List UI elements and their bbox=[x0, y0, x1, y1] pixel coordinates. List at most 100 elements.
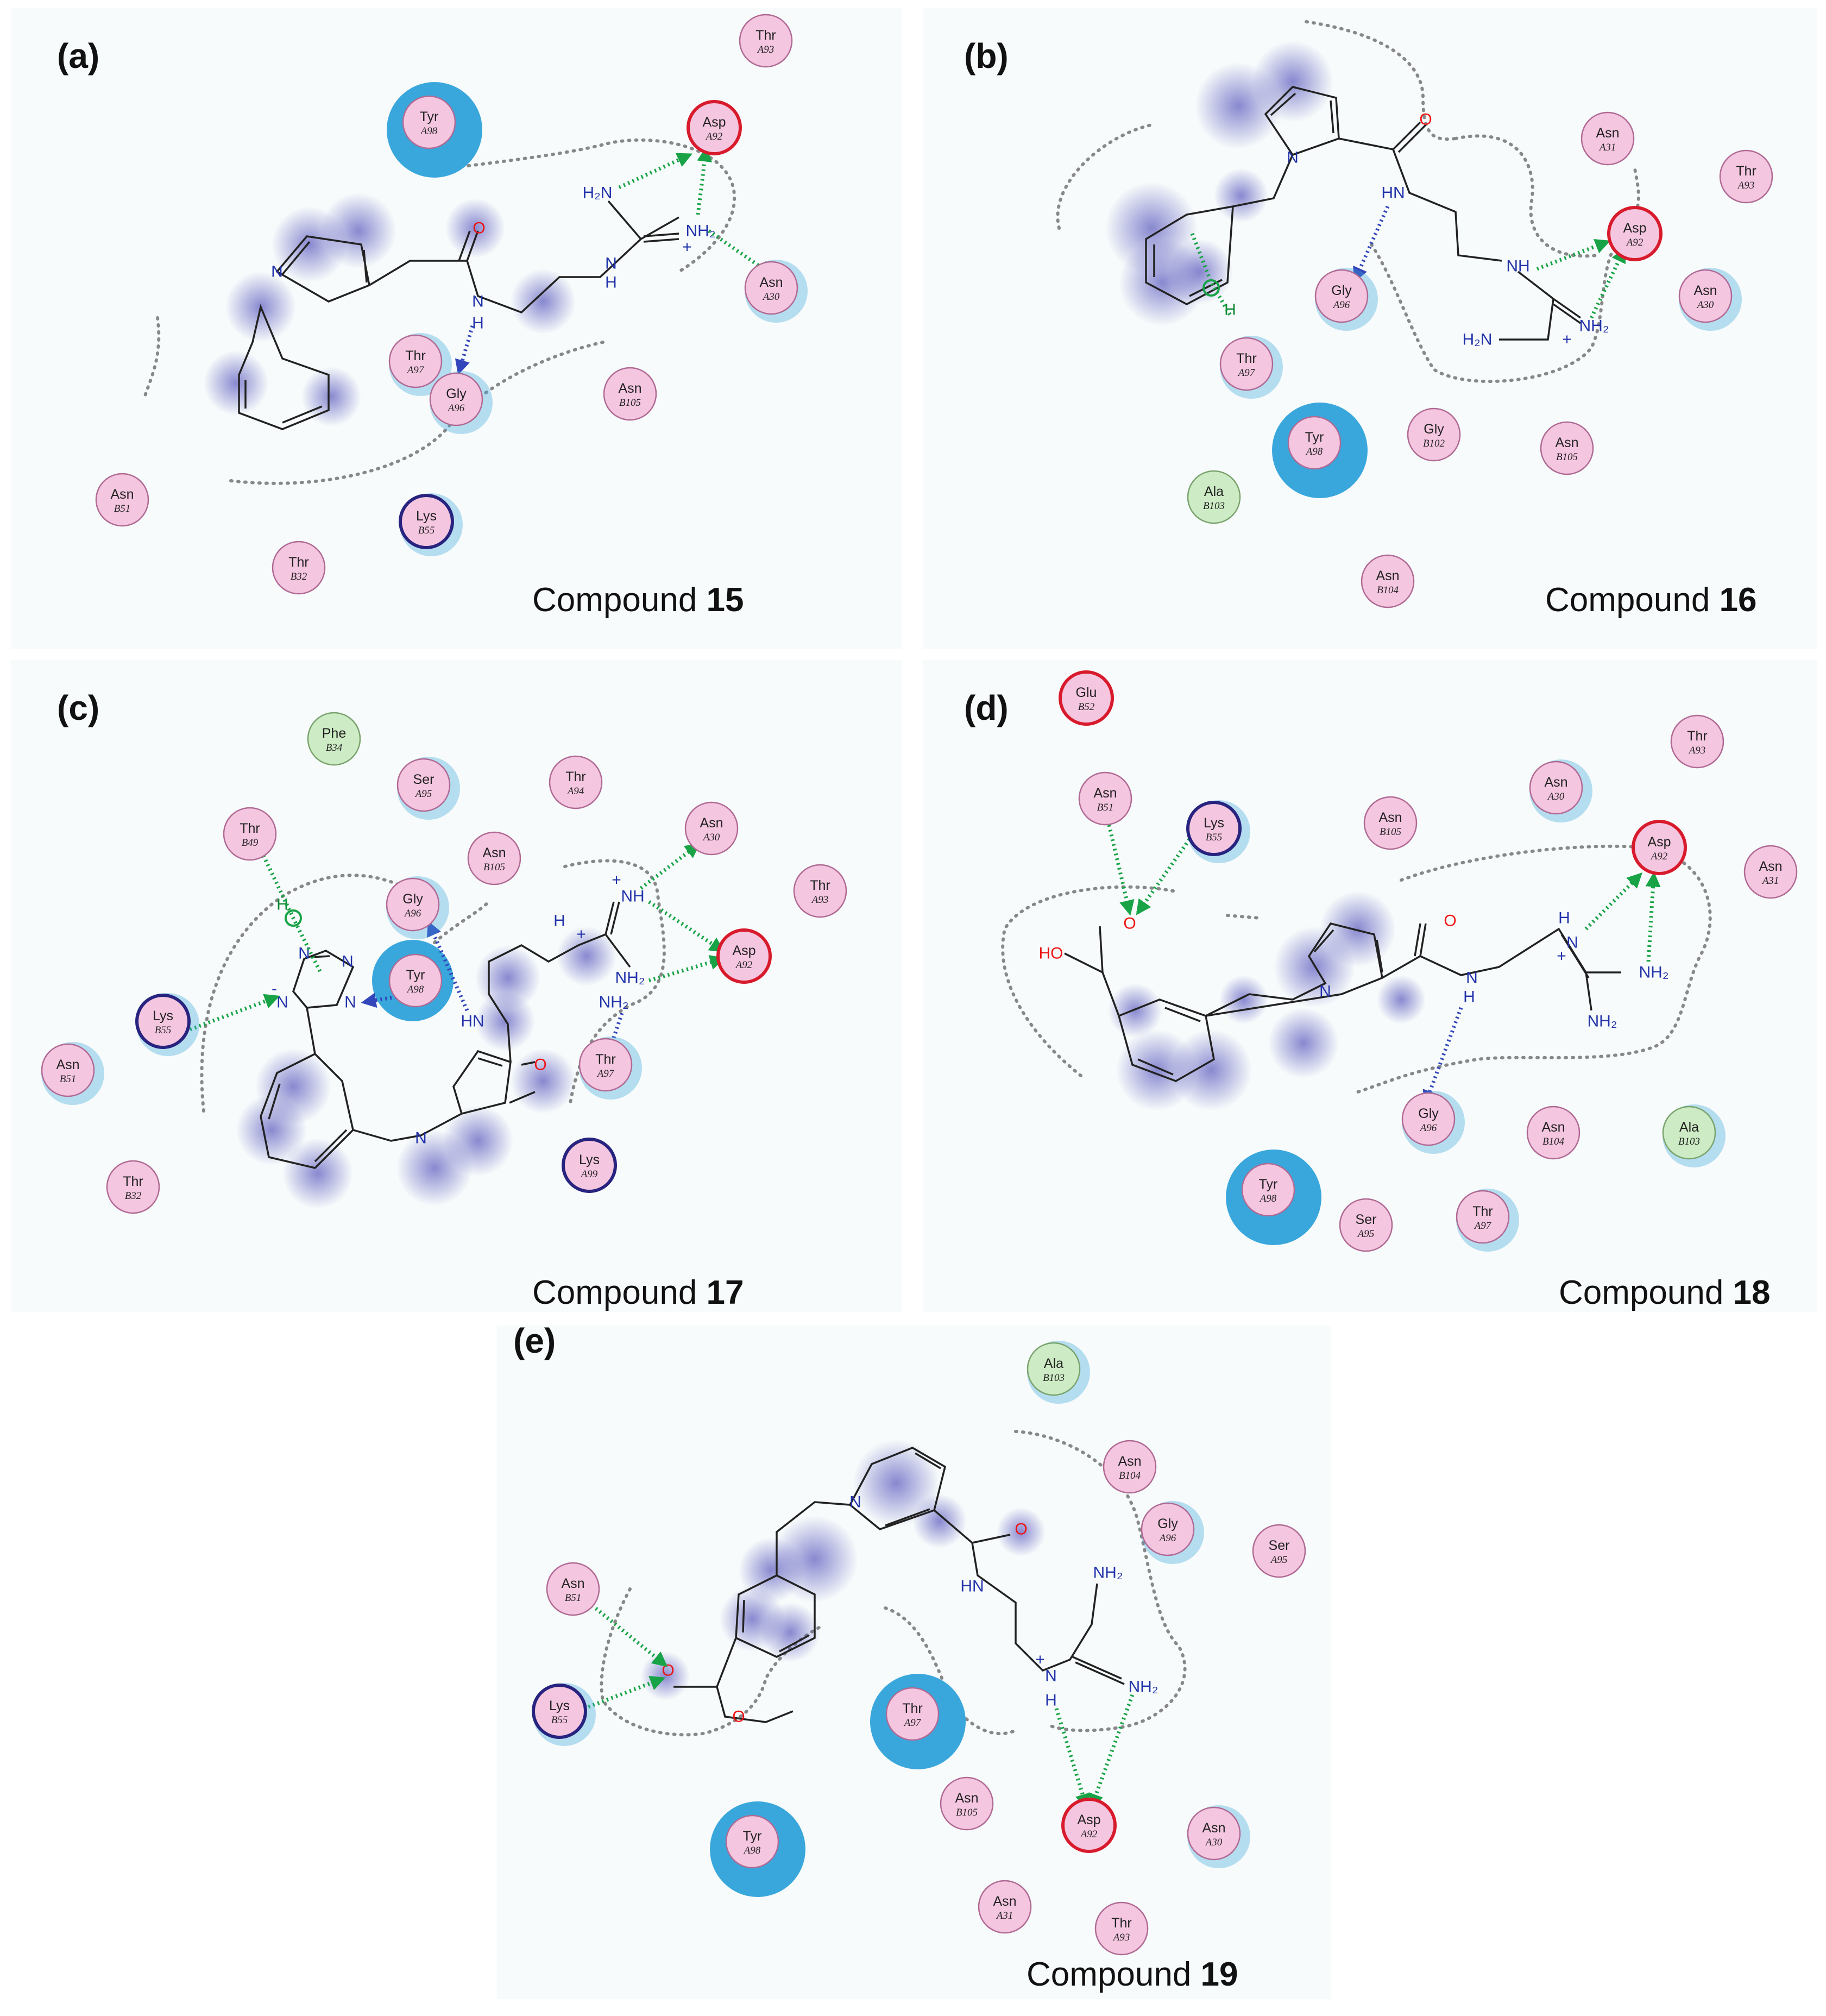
atom-label: HO bbox=[1039, 945, 1063, 963]
residue-disc bbox=[716, 928, 772, 984]
residue-name: Ser bbox=[413, 772, 435, 787]
atom-label: H bbox=[1463, 988, 1475, 1006]
residue-id: B105 bbox=[619, 397, 641, 409]
residue-name: Tyr bbox=[420, 109, 439, 124]
pocket-contour bbox=[425, 138, 736, 273]
panel-e: (e) Compound 19 N O HN NH₂ NH₂ N H + O bbox=[497, 1321, 1331, 1999]
residue-disc bbox=[402, 95, 456, 149]
residue-disc bbox=[1670, 714, 1724, 769]
panel-c-background bbox=[11, 660, 902, 1312]
ligand-bonds bbox=[238, 200, 679, 430]
residue-disc bbox=[467, 831, 521, 885]
atom-label: N bbox=[1045, 1667, 1057, 1685]
panel-d-caption: Compound 18 bbox=[1559, 1274, 1771, 1311]
residue-disc bbox=[1094, 1901, 1149, 1956]
residue-name: Gly bbox=[446, 386, 467, 401]
panel-a-caption: Compound 15 bbox=[532, 581, 744, 619]
atom-label: NH₂ bbox=[686, 222, 716, 240]
residue-disc bbox=[725, 1814, 779, 1869]
residue-id: A97 bbox=[1474, 1220, 1492, 1232]
residue-disc bbox=[307, 712, 361, 766]
residue-id: A98 bbox=[420, 125, 438, 137]
residue-id: A93 bbox=[1112, 1932, 1130, 1943]
residue-name: Thr bbox=[1687, 728, 1708, 744]
ligand-atoms: N O HN NH NH₂ H₂N + H bbox=[1224, 111, 1609, 349]
residue-id: B104 bbox=[1542, 1136, 1565, 1147]
residue-name: Asn bbox=[993, 1894, 1016, 1909]
residue-disc bbox=[1186, 801, 1242, 856]
residue-disc bbox=[399, 494, 454, 549]
residue-id: A96 bbox=[1419, 1122, 1437, 1134]
atom-label: N bbox=[1287, 149, 1299, 167]
atom-label: NH bbox=[621, 888, 644, 906]
residue-name: Gly bbox=[1424, 422, 1444, 437]
residue-id: A31 bbox=[1598, 142, 1616, 153]
residue-disc bbox=[1607, 206, 1663, 261]
residue-disc bbox=[396, 758, 451, 812]
atom-label: NH₂ bbox=[615, 969, 645, 987]
ligand-exposure bbox=[236, 926, 616, 1209]
atom-label: H bbox=[472, 315, 484, 332]
residue-id: A93 bbox=[811, 894, 829, 906]
residue-name: Thr bbox=[1236, 351, 1257, 366]
ligand-bonds bbox=[1064, 922, 1621, 1082]
residue-id: A95 bbox=[1357, 1228, 1375, 1240]
residue-id: A93 bbox=[1688, 745, 1706, 756]
atom-label: O bbox=[473, 219, 485, 237]
residue-name: Asn bbox=[56, 1057, 79, 1072]
residue-disc bbox=[272, 541, 326, 595]
residue-id: B52 bbox=[1078, 701, 1095, 713]
pocket-contour bbox=[1014, 1430, 1187, 1732]
residue-name: Lys bbox=[1204, 815, 1224, 831]
residue-id: A98 bbox=[743, 1845, 761, 1856]
residue-id: A92 bbox=[1650, 851, 1668, 862]
hydrogen-bonds bbox=[583, 1604, 1135, 1810]
atom-label: NH₂ bbox=[1579, 317, 1609, 335]
residue-name: Asn bbox=[1759, 859, 1782, 874]
panel-c-label: (c) bbox=[57, 688, 99, 727]
atom-label: NH bbox=[1506, 258, 1529, 275]
residue-id: B104 bbox=[1377, 585, 1399, 596]
residue-name: Glu bbox=[1076, 685, 1097, 700]
residue-disc bbox=[1061, 1798, 1117, 1853]
atom-label: N bbox=[1319, 983, 1331, 1001]
residue-name: Asn bbox=[1378, 810, 1402, 825]
residue-name: Asn bbox=[618, 381, 641, 396]
atom-label: N bbox=[344, 994, 356, 1012]
residue-id: B55 bbox=[551, 1714, 568, 1726]
residue-id: A30 bbox=[1696, 299, 1714, 311]
atom-label: + bbox=[1035, 1651, 1045, 1669]
ligand-exposure bbox=[641, 1440, 1046, 1700]
residue-id: A92 bbox=[1626, 237, 1644, 248]
residue-id: B105 bbox=[483, 862, 505, 873]
residue-name: Lys bbox=[549, 1698, 570, 1713]
atom-label: O bbox=[732, 1708, 745, 1726]
residue-disc bbox=[1632, 820, 1687, 875]
atom-label: H₂N bbox=[1463, 331, 1493, 349]
residue-id: B51 bbox=[565, 1592, 582, 1604]
residue-disc bbox=[885, 1687, 940, 1741]
atom-label: N bbox=[472, 293, 484, 311]
atom-label: NH₂ bbox=[599, 994, 629, 1012]
atom-label: N bbox=[849, 1493, 861, 1511]
residue-name: Thr bbox=[1111, 1915, 1132, 1931]
atom-label: N bbox=[271, 263, 283, 281]
residue-disc bbox=[388, 334, 443, 388]
